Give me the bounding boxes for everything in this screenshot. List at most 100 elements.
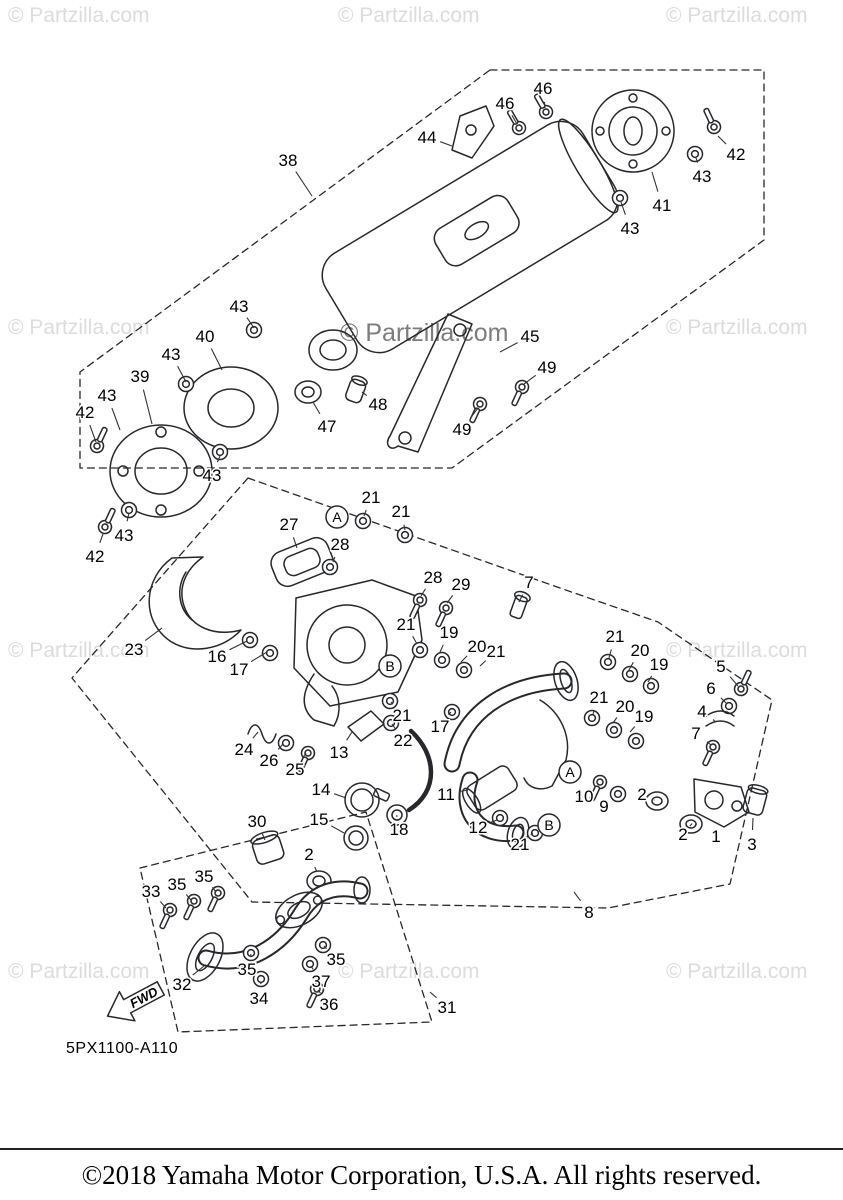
muffler-assembly (79, 69, 765, 537)
watermark: © Partzilla.com (666, 4, 808, 27)
part-number-label: 17 (431, 717, 450, 736)
part-number-label: 19 (650, 655, 669, 674)
part-number-label: 49 (453, 420, 472, 439)
part-number-label: 43 (693, 167, 712, 186)
part-number-label: 43 (115, 526, 134, 545)
part-number-label: 35 (168, 875, 187, 894)
leader-line (689, 823, 693, 827)
leader-line (261, 833, 266, 841)
leader-line (250, 651, 268, 663)
part-number-label: 16 (208, 647, 227, 666)
leader-line (499, 342, 518, 353)
part-number-label: 43 (230, 297, 249, 316)
leader-line (420, 588, 426, 597)
leader-line (490, 819, 498, 823)
leader-line (99, 533, 104, 543)
part-number-label: 35 (195, 867, 214, 886)
part-number-label: 28 (331, 535, 350, 554)
part-number-label: 15 (310, 810, 329, 829)
part-number-label: 46 (534, 79, 553, 98)
callout-letter: B (385, 658, 394, 674)
part-number-label: 43 (162, 345, 181, 364)
part-number-label: 43 (621, 219, 640, 238)
part-number-label: 21 (511, 835, 530, 854)
part-number-label: 35 (238, 960, 257, 979)
part-number-label: 32 (173, 975, 192, 994)
leader-line (594, 785, 597, 788)
part-number-label: 9 (599, 797, 608, 816)
part-number-label: 19 (635, 707, 654, 726)
part-number-label: 43 (98, 386, 117, 405)
part-number-label: 42 (727, 145, 746, 164)
leader-line (448, 711, 452, 716)
leader-line (712, 719, 717, 723)
leader-line (592, 710, 595, 715)
leader-line (312, 401, 321, 415)
leader-line (390, 701, 394, 705)
part-number-label: 21 (392, 502, 411, 521)
watermark: © Partzilla.com (8, 4, 150, 27)
part-number-label: 42 (76, 403, 95, 422)
leader-line (314, 866, 318, 873)
leader-line (612, 717, 618, 724)
group-outline-muffler (79, 69, 765, 469)
leader-line (460, 655, 468, 663)
leader-line (185, 894, 192, 901)
leader-line (361, 391, 368, 397)
leader-line (229, 640, 248, 651)
leader-line (620, 201, 626, 215)
leader-line (647, 675, 653, 683)
leader-line (459, 789, 469, 793)
leader-line (346, 731, 353, 741)
part-number-label: 2 (304, 845, 313, 864)
leader-line (142, 389, 153, 425)
group-outline-pipe (71, 477, 773, 909)
leader-line (628, 662, 634, 671)
part-number-label: 41 (653, 196, 672, 215)
part-number-label: 2 (678, 825, 687, 844)
part-number-label: 11 (437, 785, 455, 804)
part-number-label: 36 (320, 995, 339, 1014)
watermark-layer: © Partzilla.com © Partzilla.com © Partzill… (8, 4, 808, 983)
leader-line (412, 636, 418, 645)
part-label-layer: 3844464642434143434043394342434342454948… (74, 78, 758, 1019)
leader-line (751, 817, 754, 831)
part-number-label: 3 (747, 835, 756, 854)
leader-line (651, 171, 659, 192)
part-number-label: 26 (260, 751, 279, 770)
leader-line (720, 697, 728, 705)
leader-line (446, 594, 454, 604)
watermark: © Partzilla.com (8, 960, 150, 983)
leader-line (302, 752, 307, 758)
leader-line (317, 989, 321, 994)
watermark: © Partzilla.com (338, 4, 480, 27)
leader-line (543, 101, 546, 109)
part-number-label: 44 (418, 128, 437, 147)
part-number-label: 5 (716, 657, 725, 676)
part-number-label: 22 (394, 731, 413, 750)
part-number-label: 21 (393, 706, 412, 725)
part-number-label: 29 (452, 575, 471, 594)
leader-line (192, 965, 205, 976)
part-number-label: 21 (487, 642, 506, 661)
footer-divider (0, 1148, 843, 1150)
leader-line (246, 317, 255, 329)
watermark: © Partzilla.com (8, 639, 150, 662)
part-number-label: 43 (203, 466, 222, 485)
callout-letter: A (565, 764, 575, 780)
part-number-label: 45 (521, 327, 540, 346)
leader-line (629, 726, 636, 733)
part-number-label: 13 (330, 743, 349, 762)
part-number-label: 42 (86, 547, 105, 566)
leader-line (440, 141, 453, 147)
part-number-label: 19 (440, 623, 459, 642)
part-number-label: 21 (590, 688, 609, 707)
leader-line (334, 793, 347, 799)
leader-line (332, 556, 336, 563)
callout-circle (325, 505, 349, 529)
callout-letter: A (332, 509, 342, 525)
part-number-label: 7 (524, 573, 533, 592)
part-number-label: 23 (125, 640, 144, 659)
